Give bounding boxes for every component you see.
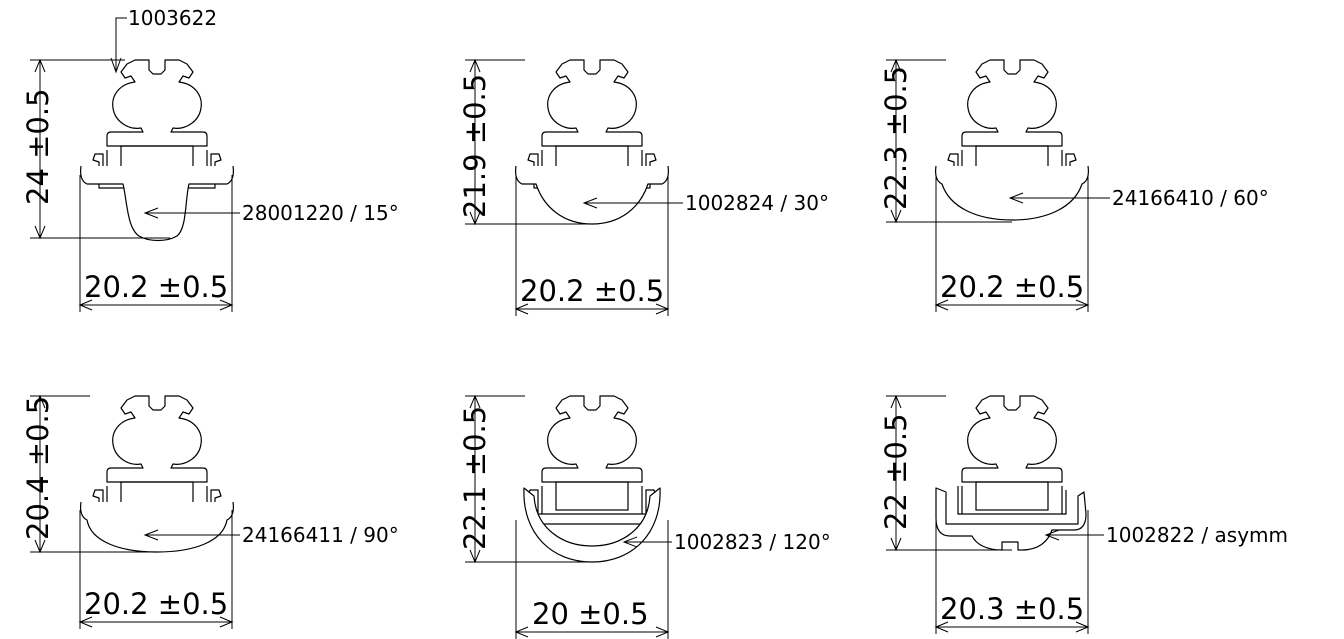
part-number-label: 28001220 / 15°: [242, 201, 399, 225]
part-number-label: 24166411 / 90°: [242, 523, 399, 547]
width-dimension: 20.3 ±0.5: [940, 592, 1084, 626]
part-number-label: 1002824 / 30°: [685, 191, 829, 215]
width-dimension: 20.2 ±0.5: [84, 587, 228, 621]
part-number-label: 24166410 / 60°: [1112, 186, 1269, 210]
height-dimension: 21.9 ±0.5: [458, 74, 492, 218]
top-part-label: 1003622: [128, 6, 217, 30]
width-dimension: 20.2 ±0.5: [520, 274, 664, 308]
height-dimension: 24 ±0.5: [21, 88, 55, 205]
profile-1002823: 22.1 ±0.5 20 ±0.5 1002823 / 120°: [458, 394, 831, 639]
width-dimension: 20.2 ±0.5: [940, 270, 1084, 304]
profile-24166411: 20.4 ±0.5 20.2 ±0.5 24166411 / 90°: [21, 394, 399, 629]
profile-28001220: 24 ±0.5 20.2 ±0.5 1003622 28001220 / 15°: [21, 6, 399, 312]
height-dimension: 22 ±0.5: [879, 413, 913, 530]
height-dimension: 20.4 ±0.5: [21, 396, 55, 540]
height-dimension: 22.3 ±0.5: [879, 66, 913, 210]
width-dimension: 20.2 ±0.5: [84, 270, 228, 304]
profile-1002822: 22 ±0.5 20.3 ±0.5 1002822 / asymm: [879, 394, 1288, 634]
part-number-label: 1002823 / 120°: [674, 530, 831, 554]
height-dimension: 22.1 ±0.5: [458, 406, 492, 550]
profile-24166410: 22.3 ±0.5 20.2 ±0.5 24166410 / 60°: [879, 58, 1269, 312]
part-number-label: 1002822 / asymm: [1106, 523, 1288, 547]
width-dimension: 20 ±0.5: [532, 597, 649, 631]
profile-1002824: 21.9 ±0.5 20.2 ±0.5 1002824 / 30°: [458, 58, 829, 316]
